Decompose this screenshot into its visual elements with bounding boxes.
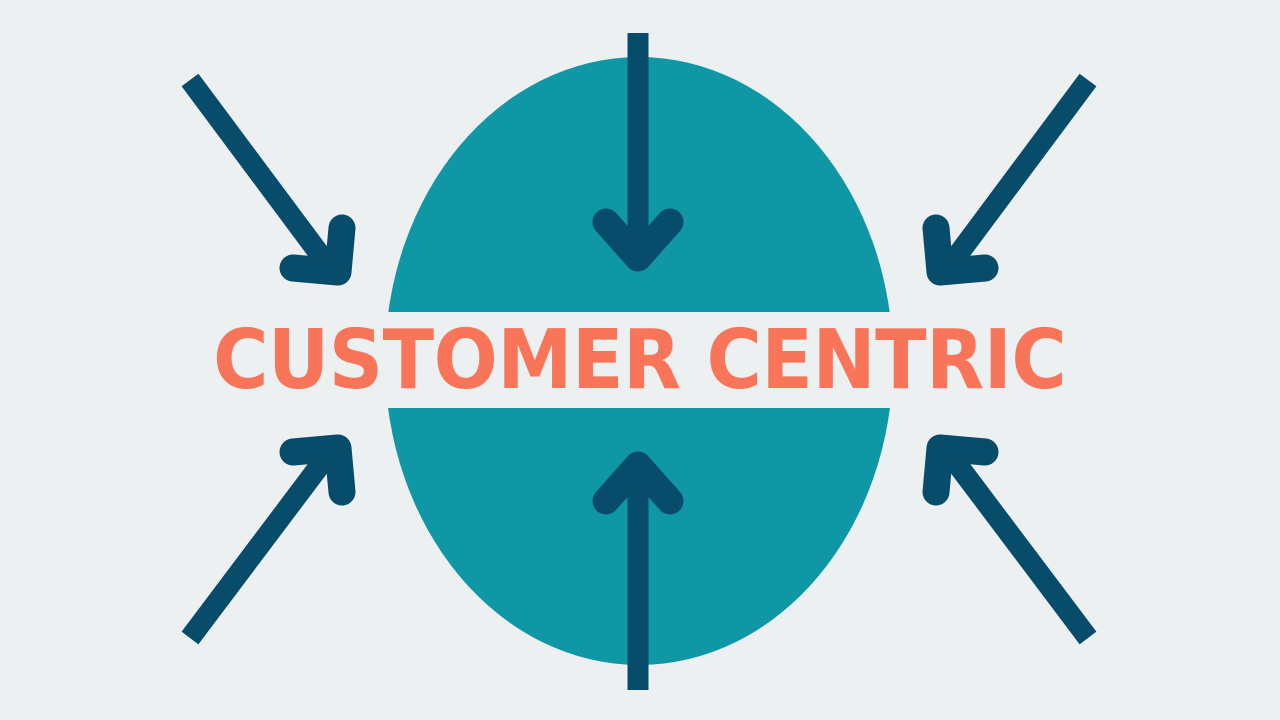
arrow-top-left-head [279, 214, 356, 286]
arrow-bottom-left-shaft [181, 445, 339, 645]
arrow-top-left [181, 73, 356, 286]
arrow-top-right [922, 73, 1097, 286]
arrow-top-head [592, 208, 684, 272]
arrow-bottom-right-shaft [939, 445, 1097, 645]
arrow-bottom-right [922, 434, 1097, 645]
arrow-bottom-right-head [922, 434, 999, 506]
arrow-bottom-head [592, 451, 684, 515]
arrow-top-right-head [922, 214, 999, 286]
arrow-bottom-left [181, 434, 356, 645]
arrow-top [592, 33, 684, 272]
arrow-bottom [592, 451, 684, 690]
arrow-top-right-shaft [939, 73, 1097, 275]
arrow-top-left-shaft [181, 73, 339, 275]
arrow-bottom-left-head [279, 434, 356, 506]
